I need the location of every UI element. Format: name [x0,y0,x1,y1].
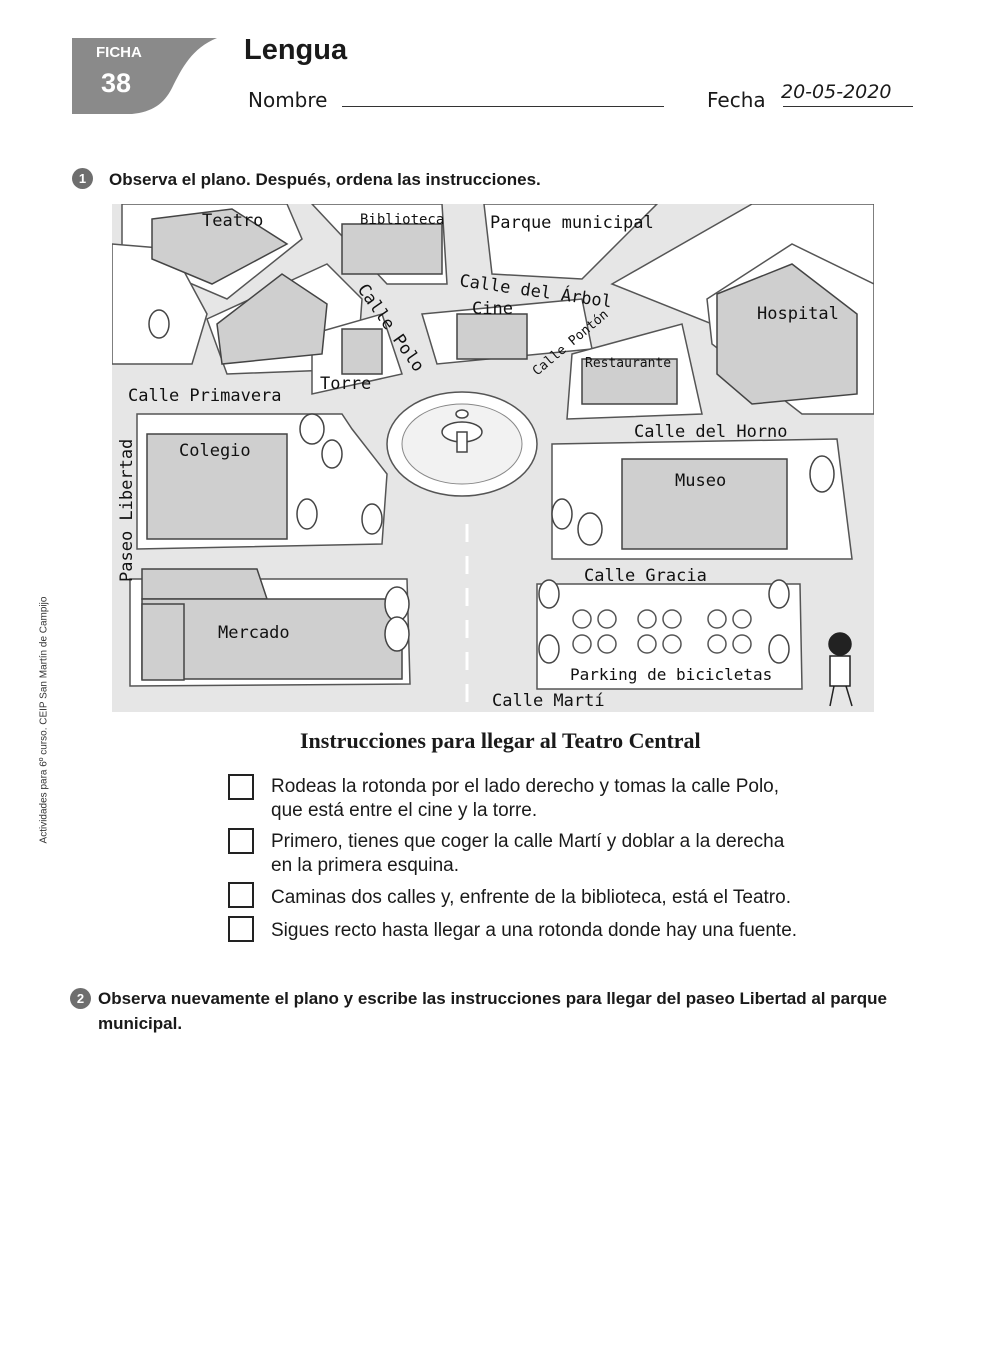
label-cine: Cine [472,299,513,319]
date-field-line [783,106,913,107]
order-checkbox-1[interactable] [228,774,254,800]
instruction-1-line2: que está entre el cine y la torre. [271,800,538,821]
label-mercado: Mercado [218,623,290,643]
label-museo: Museo [675,471,726,491]
question-1-text: Observa el plano. Después, ordena las in… [109,170,541,189]
label-parque: Parque municipal [490,213,654,233]
label-teatro: Teatro [202,211,263,231]
instruction-item-1: Rodeas la rotonda por el lado derecho y … [271,775,841,823]
subject-title: Lengua [244,34,348,66]
order-checkbox-4[interactable] [228,916,254,942]
ficha-number: 38 [101,68,132,98]
instruction-item-4: Sigues recto hasta llegar a una rotonda … [271,919,841,943]
date-label: Fecha [707,88,766,112]
label-biblioteca: Biblioteca [360,212,444,228]
instruction-2-line1: Primero, tienes que coger la calle Martí… [271,831,785,852]
label-torre: Torre [320,374,371,394]
question-2-text: Observa nuevamente el plano y escribe la… [98,989,887,1033]
person-figure [828,632,853,707]
roundabout [386,391,538,497]
instruction-item-2: Primero, tienes que coger la calle Martí… [271,830,841,878]
instruction-item-3: Caminas dos calles y, enfrente de la bib… [271,886,841,910]
instruction-4-line1: Sigues recto hasta llegar a una rotonda … [271,920,798,941]
street-calle-del-horno: Calle del Horno [634,422,788,442]
street-calle-primavera: Calle Primavera [128,386,282,406]
instructions-title: Instrucciones para llegar al Teatro Cent… [300,728,701,753]
ficha-label: FICHA [96,44,142,61]
order-checkbox-2[interactable] [228,828,254,854]
name-field[interactable] [342,106,664,107]
street-calle-marti: Calle Martí [492,691,605,711]
street-paseo-libertad: Paseo Libertad [117,439,137,582]
order-checkbox-3[interactable] [228,882,254,908]
street-calle-gracia: Calle Gracia [584,566,707,586]
name-label: Nombre [248,88,328,112]
town-map: Teatro Biblioteca Parque municipal Cine … [112,204,874,712]
label-hospital: Hospital [757,304,839,324]
label-colegio: Colegio [179,441,251,461]
question-2-number: 2 [70,988,91,1009]
question-1-number: 1 [72,168,93,189]
side-credit: Actividades para 6º curso. CEIP San Mart… [38,596,50,844]
label-parking: Parking de bicicletas [570,665,772,684]
ficha-tab [72,38,217,114]
instruction-1-line1: Rodeas la rotonda por el lado derecho y … [271,776,780,797]
date-value[interactable]: 20-05-2020 [781,81,892,103]
label-restaurante: Restaurante [585,356,671,371]
instruction-2-line2: en la primera esquina. [271,855,459,876]
instruction-3-line1: Caminas dos calles y, enfrente de la bib… [271,887,791,908]
